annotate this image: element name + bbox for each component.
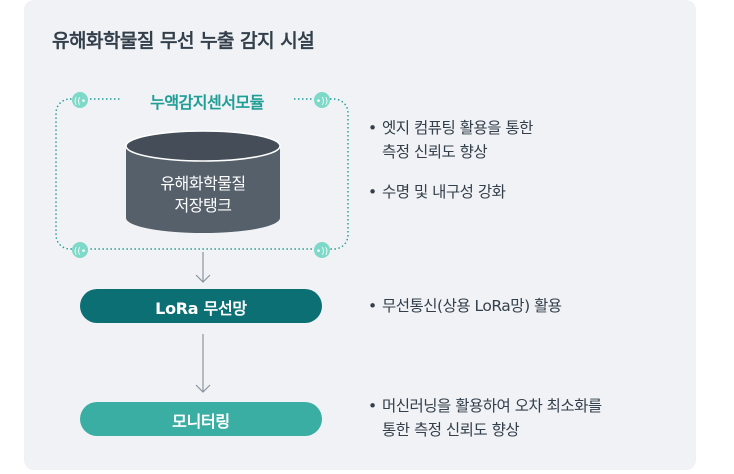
monitoring-label: 모니터링 <box>172 412 230 431</box>
diagram-title: 유해화학물질 무선 누출 감지 시설 <box>52 30 315 52</box>
bullet-icon: • <box>368 119 377 137</box>
sensor-signal-icon: •)) <box>314 242 330 258</box>
tank-label-line2: 저장탱크 <box>174 196 232 215</box>
diagram-panel <box>24 0 696 470</box>
lora-network-label: LoRa 무선망 <box>155 299 247 318</box>
sensor-module-label: 누액감지센서모듈 <box>122 89 292 113</box>
bullet-icon: • <box>368 297 377 315</box>
module-note-2: • 수명 및 내구성 강화 <box>368 180 506 204</box>
sensor-signal-icon: ((• <box>72 92 88 108</box>
down-arrow-icon <box>195 252 211 283</box>
network-note: • 무선통신(상용 LoRa망) 활용 <box>368 294 562 318</box>
monitor-note-line1: 머신러닝을 활용하여 오차 최소화를 <box>382 397 602 415</box>
storage-tank-label: 유해화학물질 저장탱크 <box>126 173 280 217</box>
sensor-signal-icon: •)) <box>314 92 330 108</box>
tank-label-line1: 유해화학물질 <box>160 174 246 193</box>
svg-text:•)): •)) <box>316 97 328 107</box>
monitor-note: • 머신러닝을 활용하여 오차 최소화를 통한 측정 신뢰도 향상 <box>368 394 602 442</box>
module-note-1: • 엣지 컴퓨팅 활용을 통한 측정 신뢰도 향상 <box>368 116 533 164</box>
svg-text:((•: ((• <box>74 247 86 257</box>
bullet-icon: • <box>368 183 377 201</box>
module-note-1-line2: 측정 신뢰도 향상 <box>382 143 488 161</box>
monitor-note-line2: 통한 측정 신뢰도 향상 <box>382 421 520 439</box>
monitoring-node <box>80 402 322 436</box>
module-note-1-line1: 엣지 컴퓨팅 활용을 통한 <box>382 119 533 137</box>
down-arrow-icon <box>195 334 211 393</box>
storage-tank <box>125 130 281 233</box>
svg-text:•)): •)) <box>316 247 328 257</box>
network-note-line1: 무선통신(상용 LoRa망) 활용 <box>382 297 562 315</box>
module-note-2-line1: 수명 및 내구성 강화 <box>382 183 506 201</box>
svg-text:((•: ((• <box>74 97 86 107</box>
lora-network-node <box>80 289 322 323</box>
bullet-icon: • <box>368 397 377 415</box>
sensor-signal-icon: ((• <box>72 242 88 258</box>
